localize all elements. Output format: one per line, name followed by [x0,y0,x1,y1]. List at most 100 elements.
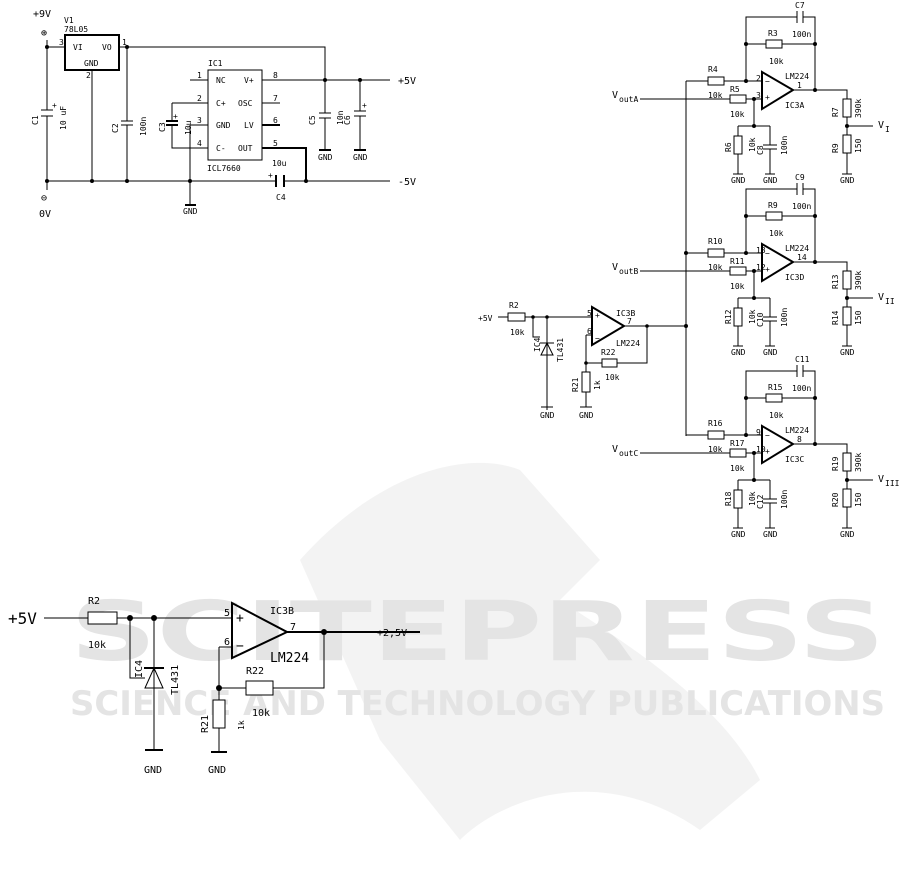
ic1-part: ICL7660 [207,164,241,173]
minus-sign: − [765,77,770,86]
plus-sign: + [595,311,600,320]
ic4-part: TL431 [170,665,181,695]
watermark: SCITEPRESS SCIENCE AND TECHNOLOGY PUBLIC… [70,462,885,840]
plus-sign: + [765,265,770,274]
divider-top-resistor [842,98,852,118]
ground-resistor-label: R12 [724,309,733,324]
feedback-resistor-value: 10k [769,229,784,238]
r21-label: R21 [200,715,211,733]
ground-resistor-value: 10k [748,137,757,152]
opamp-part: LM224 [616,339,640,348]
output-label-subscript: II [885,297,895,306]
c3-value: 10u [184,120,193,135]
r2-resistor [87,611,118,625]
opamp-ref: IC3B [616,309,635,318]
divider-top-value: 390k [854,99,863,118]
ic1-pin-name: GND [216,121,231,130]
ground-cap-label: C10 [756,312,765,327]
output-label: V [878,120,884,131]
input-resistor [707,430,725,440]
ground-cap-label: C8 [756,145,765,155]
polarity-mark: + [268,171,273,180]
pin-number: 6 [587,327,592,336]
pin-number: 5 [587,309,592,318]
pin-out: 8 [797,435,802,444]
ic1-pin-number: 2 [197,94,202,103]
plus-resistor-value: 10k [730,282,745,291]
amplifier-stage: C9 100n R9 10k R10 10k R11 10k LM224 IC3… [612,173,895,357]
tl431-icon [144,666,164,689]
input-label: V [612,90,618,101]
output-label-subscript: I [885,125,890,134]
feedback-cap-value: 100n [792,202,811,211]
divider-top-label: R19 [831,456,840,471]
c4-label: C4 [276,193,286,202]
feedback-resistor [765,211,783,221]
gnd-label: GND [208,765,226,776]
input-resistor-label: R4 [708,65,718,74]
ic1-pin-number: 8 [273,71,278,80]
amplifier-stage: C7 100n R3 10k R4 10k R5 10k LM224 IC3A … [612,1,890,185]
opamp-part: LM224 [785,244,809,253]
divider-top-label: R13 [831,274,840,289]
vin-terminal-icon: ⊕ [41,28,47,39]
ic1-pin-number: 3 [197,116,202,125]
plus-sign: + [765,447,770,456]
r2-value: 10k [88,640,106,651]
plus-resistor-value: 10k [730,110,745,119]
r2-label: R2 [88,596,100,607]
polarity-mark: + [173,112,178,121]
pin-number: 7 [627,317,632,326]
r21-value: 1k [593,380,602,390]
ground-resistor-label: R18 [724,491,733,506]
opamp [761,242,795,283]
feedback-cap-value: 100n [792,384,811,393]
divider-top-value: 390k [854,453,863,472]
feedback-cap-label: C9 [795,173,805,182]
r22-value: 10k [605,373,620,382]
opamp-ic3b-large [231,601,290,660]
input-label-subscript: outB [619,267,638,276]
regulator-pin-out: 1 [122,38,127,47]
gnd-label: GND [763,348,778,357]
minus-sign: − [765,249,770,258]
ground-resistor [733,135,743,155]
vin-label: +5V [478,314,493,323]
opamp-ref: IC3A [785,101,804,110]
ic1-icl7660 [207,69,263,161]
opamp-part: LM224 [270,651,309,666]
plus-resistor-label: R11 [730,257,745,266]
ground-cap-value: 100n [780,136,789,155]
opamp-ref: IC3D [785,273,804,282]
feedback-resistor-value: 10k [769,411,784,420]
divider-bottom-label: R9 [831,143,840,153]
polarity-mark: + [362,101,367,110]
plus-resistor-label: R17 [730,439,745,448]
power-supply-circuit: +9V ⊕ ⊖ 0V V1 78L05 VI VO GND 3 1 2 + + … [31,9,416,220]
c1-label: C1 [31,115,40,125]
minus-sign: − [236,639,244,654]
ic1-pin-name: OSC [238,99,253,108]
c2-value: 100n [139,117,148,136]
ic1-pin-number: 5 [273,139,278,148]
input-resistor-label: R16 [708,419,723,428]
r21-resistor [212,699,226,729]
c2-label: C2 [111,123,120,133]
gnd-label: GND [840,348,855,357]
input-resistor-value: 10k [708,91,723,100]
ic1-pin-name: LV [244,121,254,130]
polarity-mark: + [52,101,57,110]
opamp-part: LM224 [785,426,809,435]
ic1-label: IC1 [208,59,223,68]
plus-input-resistor [729,94,747,104]
reference-circuit-large: +5V R2 10k IC4 TL431 IC3B LM224 5 6 7 + … [8,596,420,776]
gnd-terminal-icon: ⊖ [41,193,47,204]
gnd-label: GND [731,530,746,539]
minus-sign: − [765,431,770,440]
feedback-resistor-label: R9 [768,201,778,210]
pin-minus: 2 [756,74,761,83]
input-resistor-value: 10k [708,445,723,454]
plus-sign: + [236,611,244,626]
feedback-resistor [765,393,783,403]
divider-bottom-value: 150 [854,492,863,507]
